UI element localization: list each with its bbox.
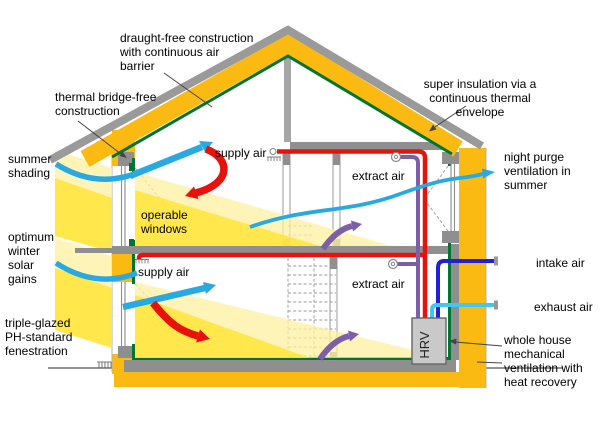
label-night-purge: night purge ventilation in summer <box>504 150 571 192</box>
svg-text:operable: operable <box>141 208 188 222</box>
svg-text:super insulation via a: super insulation via a <box>424 77 537 91</box>
shading-overhang <box>75 248 112 253</box>
roof-air-barrier <box>111 54 453 159</box>
svg-text:thermal bridge-free: thermal bridge-free <box>55 90 157 104</box>
supply-air-arrow-upper-blue <box>128 141 213 180</box>
leader-lines <box>77 72 503 364</box>
hrv-label: HRV <box>417 331 432 359</box>
svg-text:construction: construction <box>55 104 120 118</box>
roof <box>48 25 485 253</box>
supply-air-arrow-lower-blue <box>122 282 216 311</box>
svg-text:PH-standard: PH-standard <box>5 330 72 344</box>
extract-valve-lower <box>387 258 399 270</box>
extract-valve-upper <box>390 151 402 163</box>
roof-cladding <box>48 25 485 164</box>
supply-register-upper <box>267 147 281 161</box>
label-operable-windows: operable windows <box>140 208 188 236</box>
svg-text:with continuous air: with continuous air <box>119 45 219 59</box>
supply-circulation-arrow-upper <box>185 145 228 199</box>
svg-text:whole house: whole house <box>503 333 572 347</box>
label-exhaust-air: exhaust air <box>534 300 593 314</box>
left-window-sill <box>118 346 134 358</box>
label-triple-glazed: triple-glazed PH-standard fenestration <box>5 316 72 358</box>
svg-text:shading: shading <box>8 166 50 180</box>
roof-insulation <box>80 33 463 167</box>
summer-breeze-arrows <box>54 161 138 282</box>
right-wall <box>423 148 487 388</box>
right-window-header <box>442 152 459 164</box>
exhaust-vent-cap <box>494 300 498 310</box>
foundation-insulation <box>112 354 466 387</box>
floor-slab <box>124 360 456 372</box>
supply-duct <box>136 149 428 319</box>
svg-text:fenestration: fenestration <box>5 344 68 358</box>
label-super-insulation: super insulation via a continuous therma… <box>424 77 537 119</box>
label-extract-air-lower: extract air <box>352 277 405 291</box>
svg-text:windows: windows <box>140 222 187 236</box>
label-intake-air: intake air <box>536 256 585 270</box>
intake-pipe <box>436 256 498 319</box>
supply-register-lower <box>135 259 149 264</box>
extract-flow-arrow-upper <box>320 220 362 251</box>
floor-air-barrier <box>135 357 449 360</box>
svg-text:envelope: envelope <box>456 105 505 119</box>
svg-text:heat recovery: heat recovery <box>504 375 577 389</box>
svg-text:gains: gains <box>8 272 37 286</box>
svg-text:barrier: barrier <box>120 59 155 73</box>
svg-text:mechanical: mechanical <box>504 347 565 361</box>
extract-flow-arrow-lower <box>317 330 359 361</box>
label-draught-free: draught-free construction with continuou… <box>119 31 253 73</box>
night-purge-window <box>423 164 456 232</box>
label-supply-air-upper: supply air <box>215 146 266 160</box>
label-whole-house-mvhr: whole house mechanical ventilation with … <box>503 333 583 389</box>
svg-text:ventilation in: ventilation in <box>504 164 571 178</box>
ridge-wall <box>284 50 291 142</box>
mid-floor-slab <box>112 246 448 254</box>
svg-text:solar: solar <box>8 258 34 272</box>
label-winter-solar-gains: optimum winter solar gains <box>7 230 54 286</box>
ceiling-slab <box>290 142 448 150</box>
svg-text:winter: winter <box>7 244 40 258</box>
svg-text:summer: summer <box>8 152 51 166</box>
label-supply-air-lower: supply air <box>138 265 189 279</box>
intake-vent-cap <box>494 256 498 266</box>
svg-text:ventilation with: ventilation with <box>504 361 583 375</box>
extract-duct <box>397 155 420 319</box>
ground-line <box>48 361 562 369</box>
svg-text:triple-glazed: triple-glazed <box>5 316 70 330</box>
right-window-sill <box>442 231 459 243</box>
svg-text:night purge: night purge <box>504 150 564 164</box>
svg-text:continuous thermal: continuous thermal <box>429 91 530 105</box>
label-extract-air-upper: extract air <box>352 169 405 183</box>
exhaust-pipe <box>430 300 498 319</box>
label-summer-shading: summer shading <box>8 152 51 180</box>
label-thermal-bridge: thermal bridge-free construction <box>55 90 157 118</box>
svg-text:draught-free construction: draught-free construction <box>120 31 253 45</box>
supply-circulation-arrow-lower <box>150 300 210 343</box>
svg-text:optimum: optimum <box>8 230 54 244</box>
night-purge-arrow <box>249 168 495 229</box>
svg-text:summer: summer <box>504 178 547 192</box>
hrv-unit <box>411 317 447 365</box>
